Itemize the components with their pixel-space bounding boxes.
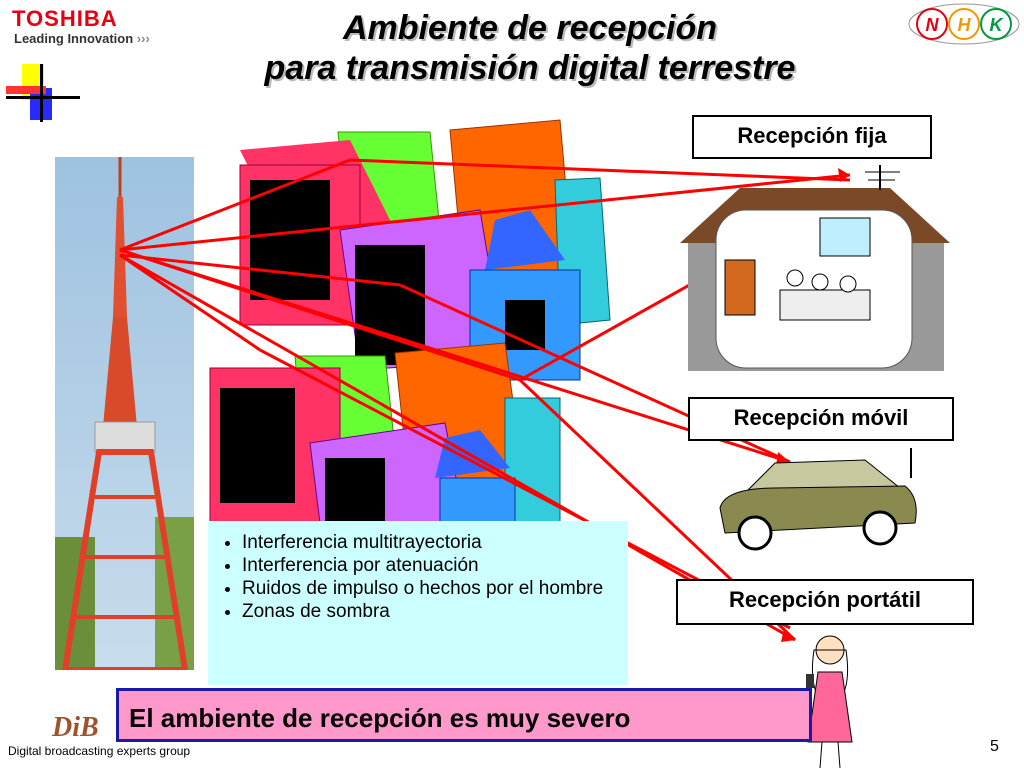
house-illustration [680, 165, 950, 371]
buildings-cluster-bottom [209, 342, 561, 523]
list-item: Interferencia multitrayectoria [242, 531, 628, 554]
nhk-logo: N H K [908, 3, 1020, 45]
tokyo-tower-photo [55, 157, 194, 670]
ray-building-1 [119, 158, 351, 252]
car-illustration [719, 448, 917, 551]
label-portable-reception: Recepción portátil [676, 579, 974, 625]
ray-portable [119, 253, 796, 642]
list-item: Interferencia por atenuación [242, 554, 628, 577]
list-item: Ruidos de impulso o hechos por el hombre [242, 577, 628, 600]
list-item: Zonas de sombra [242, 600, 628, 623]
toshiba-logo: TOSHIBA [12, 6, 118, 31]
ray-mobile [119, 248, 791, 464]
toshiba-tagline: Leading Innovation ››› [14, 31, 150, 46]
footer-group-name: Digital broadcasting experts group [8, 744, 191, 758]
label-mobile-reception: Recepción móvil [688, 397, 954, 441]
nhk-letter-k: K [990, 15, 1005, 35]
label-fixed-reception: Recepción fija [692, 115, 932, 159]
slide-title: Ambiente de recepción para transmisión d… [264, 9, 796, 87]
page-number: 5 [990, 738, 999, 755]
interference-list-box: Interferencia multitrayectoria Interfere… [208, 521, 628, 685]
ray-fixed [119, 173, 851, 252]
interference-list: Interferencia multitrayectoria Interfere… [208, 531, 628, 623]
dibeg-logo: DiB [52, 712, 99, 743]
nhk-letter-h: H [958, 15, 972, 35]
decorative-cross [6, 64, 80, 122]
buildings-cluster-top [239, 119, 611, 381]
conclusion-banner: El ambiente de recepción es muy severo [116, 688, 812, 742]
nhk-letter-n: N [926, 15, 940, 35]
